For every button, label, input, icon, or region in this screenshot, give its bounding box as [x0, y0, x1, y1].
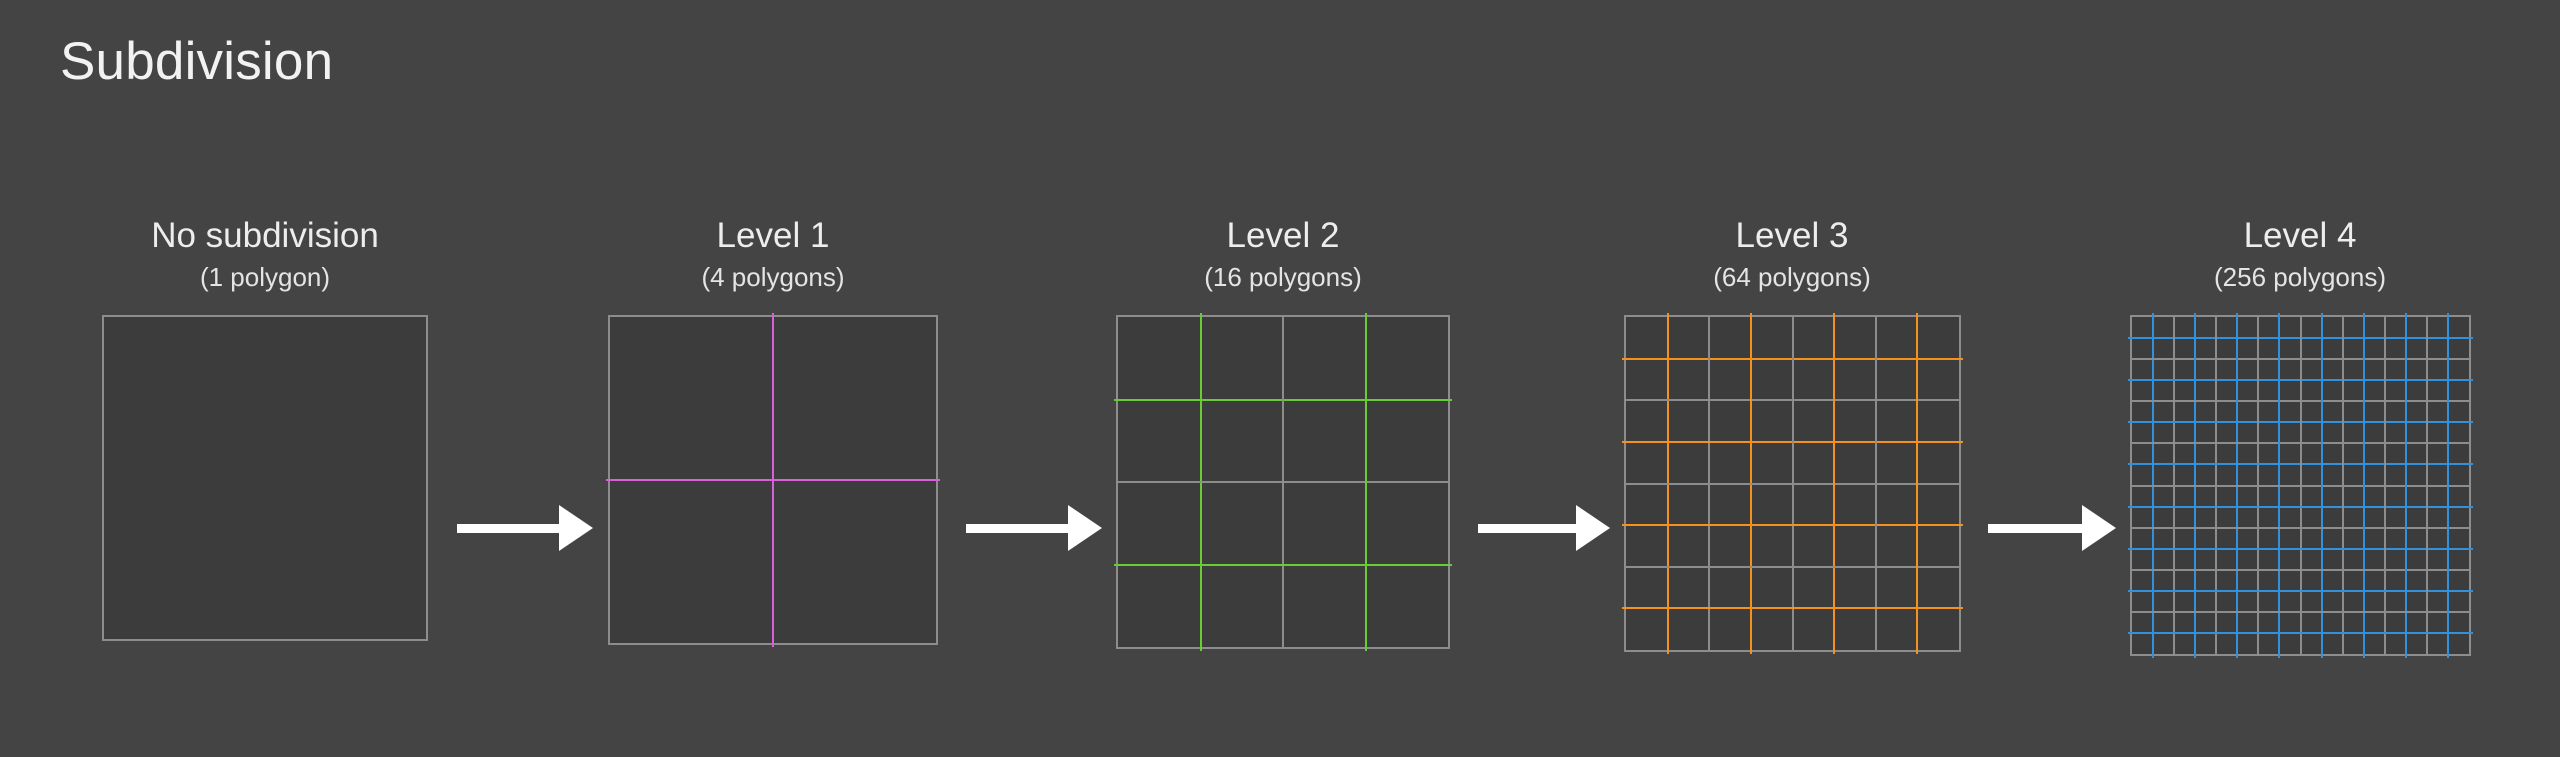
subdivision-line-new-horizontal	[1621, 523, 1963, 526]
arrow-head	[559, 505, 594, 551]
subdivision-line-inherited-horizontal	[2131, 610, 2469, 613]
arrow-head	[1575, 505, 1610, 551]
subdivision-quad-panel	[2127, 312, 2473, 658]
subdivision-line-inherited-vertical	[2299, 316, 2302, 654]
stage-polygon-count: (16 polygons)	[1204, 262, 1362, 293]
subdivision-stage: Level 2 (16 polygons)	[1114, 215, 1452, 651]
stage-name: Level 1	[716, 216, 830, 255]
stage-name: No subdivision	[151, 216, 379, 255]
subdivision-line-new-horizontal	[1114, 563, 1452, 566]
subdivision-line-new-vertical	[2404, 312, 2407, 658]
subdivision-stage: Level 3 (64 polygons)	[1621, 215, 1963, 654]
subdivision-line-inherited-vertical	[1874, 316, 1877, 650]
subdivision-panel-wrap	[2127, 312, 2473, 658]
subdivision-line-inherited-vertical	[2341, 316, 2344, 654]
stage-name: Level 4	[2243, 216, 2357, 255]
stage-polygon-count: (256 polygons)	[2214, 262, 2386, 293]
stage-polygon-count: (1 polygon)	[199, 262, 331, 293]
page-title: Subdivision	[60, 32, 334, 91]
arrow-shaft	[966, 523, 1069, 533]
stage-caption: Level 1 (4 polygons)	[701, 215, 844, 293]
subdivision-line-new-horizontal	[2127, 589, 2473, 592]
stage-caption: No subdivision (1 polygon)	[151, 215, 379, 293]
subdivision-line-new-vertical	[1365, 312, 1367, 651]
stage-caption: Level 4 (256 polygons)	[2214, 215, 2386, 293]
arrow-head	[2082, 505, 2117, 551]
subdivision-line-inherited-vertical	[2383, 316, 2386, 654]
arrow-right-icon	[456, 505, 594, 551]
subdivision-quad-panel	[606, 312, 940, 647]
subdivision-panel-wrap	[606, 312, 940, 647]
subdivision-line-new-horizontal	[2127, 547, 2473, 550]
subdivision-line-new-horizontal	[1621, 606, 1963, 609]
subdivision-line-new-horizontal	[2127, 505, 2473, 508]
stage-caption: Level 2 (16 polygons)	[1204, 215, 1362, 293]
arrow-head	[1067, 505, 1102, 551]
subdivision-panel-wrap	[102, 314, 428, 641]
subdivision-panel-wrap	[1114, 312, 1452, 651]
stage-name: Level 2	[1226, 216, 1340, 255]
subdivision-line-new-vertical	[2446, 312, 2449, 658]
stage-polygon-count: (64 polygons)	[1713, 262, 1871, 293]
subdivision-line-new-vertical	[772, 312, 774, 647]
subdivision-line-new-vertical	[1915, 312, 1918, 654]
stage-name: Level 3	[1735, 216, 1849, 255]
subdivision-line-new-horizontal	[2127, 631, 2473, 634]
subdivision-quad-panel	[1621, 312, 1963, 654]
arrow-right-icon	[1477, 505, 1610, 551]
subdivision-line-inherited-vertical	[1791, 316, 1794, 650]
arrow-shaft	[1987, 523, 2084, 533]
subdivision-stage: Level 4 (256 polygons)	[2127, 215, 2473, 658]
stage-polygon-count: (4 polygons)	[701, 262, 845, 293]
arrow-right-icon	[966, 505, 1102, 551]
subdivision-line-inherited-horizontal	[1625, 565, 1959, 568]
subdivision-line-new-vertical	[2320, 312, 2323, 658]
subdivision-stage-row: No subdivision (1 polygon) Level 1 (4 polyg…	[0, 215, 2560, 715]
subdivision-stage: No subdivision (1 polygon)	[102, 215, 428, 641]
subdivision-line-new-vertical	[2362, 312, 2365, 658]
subdivision-line-inherited-vertical	[1282, 316, 1284, 647]
subdivision-line-inherited-horizontal	[2131, 526, 2469, 529]
stage-caption: Level 3 (64 polygons)	[1713, 215, 1871, 293]
subdivision-line-inherited-horizontal	[2131, 568, 2469, 571]
subdivision-line-new-vertical	[1832, 312, 1835, 654]
arrow-shaft	[456, 523, 561, 533]
arrow-right-icon	[1987, 505, 2117, 551]
subdivision-stage: Level 1 (4 polygons)	[606, 215, 940, 647]
subdivision-quad-panel	[1114, 312, 1452, 651]
arrow-shaft	[1477, 523, 1577, 533]
subdivision-quad-panel	[102, 314, 428, 641]
subdivision-line-inherited-vertical	[2425, 316, 2428, 654]
subdivision-panel-wrap	[1621, 312, 1963, 654]
